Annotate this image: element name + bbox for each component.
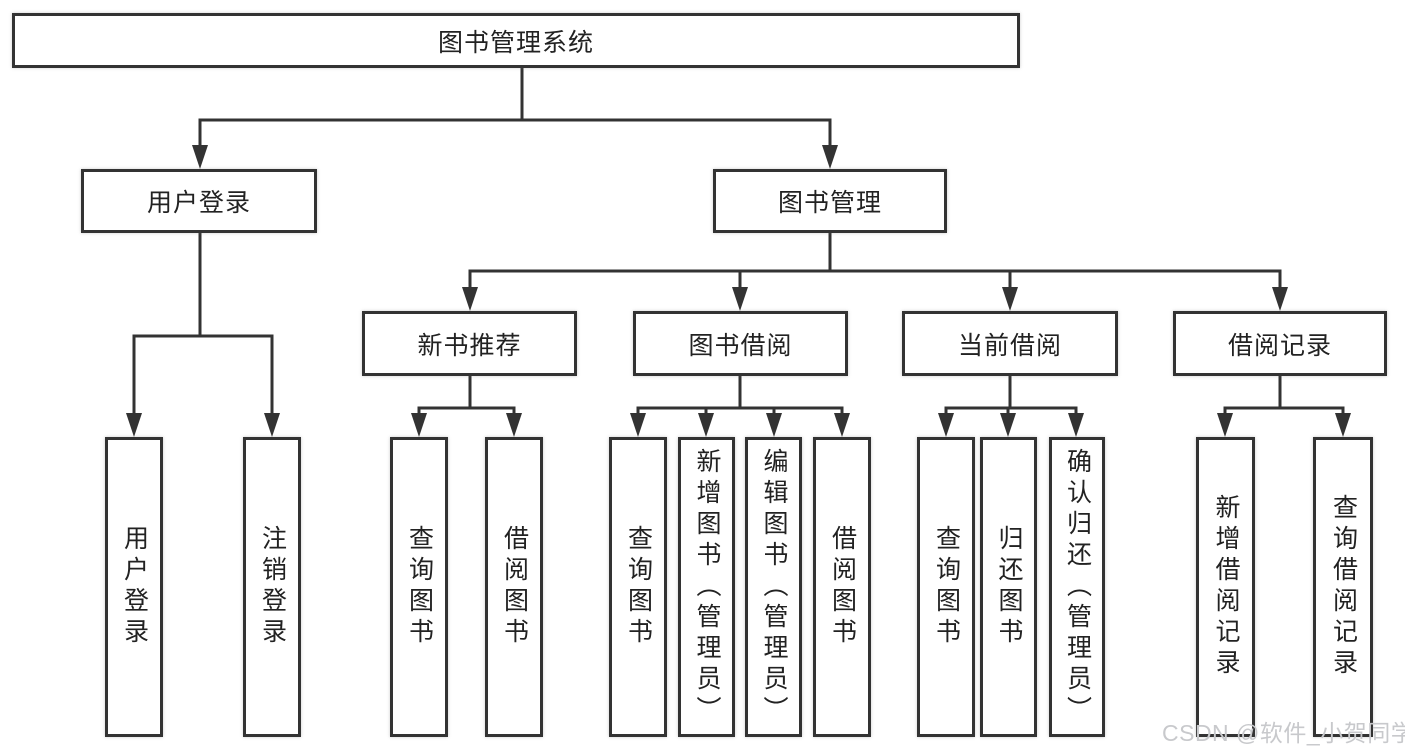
connector-current-borrowing-children <box>938 376 1084 437</box>
node-user-login: 用户登录 <box>81 169 317 233</box>
connector-book-borrowing-children <box>630 376 850 437</box>
node-root: 图书管理系统 <box>12 13 1020 68</box>
connector-new-book-recommendation-children <box>411 376 522 437</box>
leaf-query-borrow-record-label: 查询借阅记录 <box>1329 494 1358 680</box>
leaf-add-books-admin: 新增图书（管理员） <box>678 437 735 737</box>
leaf-query-books-current: 查询图书 <box>917 437 975 737</box>
leaf-query-books-recommend-label: 查询图书 <box>405 525 434 649</box>
node-root-label: 图书管理系统 <box>437 28 594 57</box>
leaf-borrow-books-borrowing: 借阅图书 <box>813 437 871 737</box>
node-new-book-recommendation: 新书推荐 <box>362 311 577 376</box>
leaf-add-borrow-record-label: 新增借阅记录 <box>1212 494 1240 680</box>
node-book-management: 图书管理 <box>713 169 947 233</box>
connector-user-login-children <box>126 233 280 437</box>
node-borrowing-records: 借阅记录 <box>1173 311 1387 376</box>
node-current-borrowing: 当前借阅 <box>902 311 1118 376</box>
leaf-edit-books-admin-label: 编辑图书（管理员） <box>760 447 788 727</box>
leaf-return-books-label: 归还图书 <box>995 525 1023 649</box>
leaf-query-books-borrowing-label: 查询图书 <box>624 525 653 649</box>
leaf-confirm-return-admin-label: 确认归还（管理员） <box>1063 447 1092 727</box>
leaf-query-borrow-record: 查询借阅记录 <box>1313 437 1373 737</box>
node-new-book-recommendation-label: 新书推荐 <box>417 331 522 360</box>
leaf-query-books-current-label: 查询图书 <box>932 525 961 649</box>
node-book-borrowing: 图书借阅 <box>633 311 848 376</box>
leaf-edit-books-admin: 编辑图书（管理员） <box>745 437 802 737</box>
leaf-query-books-borrowing: 查询图书 <box>609 437 667 737</box>
leaf-logout-login: 注销登录 <box>243 437 301 737</box>
leaf-return-books: 归还图书 <box>980 437 1037 737</box>
connector-borrowing-records-children <box>1217 376 1351 437</box>
leaf-user-login: 用户登录 <box>105 437 163 737</box>
leaf-add-books-admin-label: 新增图书（管理员） <box>693 447 721 727</box>
leaf-borrow-books-borrowing-label: 借阅图书 <box>828 525 857 649</box>
leaf-user-login-label: 用户登录 <box>120 525 149 649</box>
connector-book-management-to-level3 <box>462 233 1288 311</box>
leaf-add-borrow-record: 新增借阅记录 <box>1196 437 1255 737</box>
node-borrowing-records-label: 借阅记录 <box>1227 331 1332 360</box>
connector-root-to-level2 <box>192 66 838 169</box>
leaf-borrow-books-recommend-label: 借阅图书 <box>500 525 529 649</box>
leaf-query-books-recommend: 查询图书 <box>390 437 448 737</box>
watermark: CSDN @软件_小贺同学 <box>1162 720 1405 746</box>
node-book-management-label: 图书管理 <box>777 189 882 217</box>
leaf-logout-login-label: 注销登录 <box>258 525 287 649</box>
node-book-borrowing-label: 图书借阅 <box>688 331 793 360</box>
node-user-login-label: 用户登录 <box>146 189 251 217</box>
leaf-confirm-return-admin: 确认归还（管理员） <box>1049 437 1105 737</box>
leaf-borrow-books-recommend: 借阅图书 <box>485 437 543 737</box>
node-current-borrowing-label: 当前借阅 <box>957 331 1062 360</box>
